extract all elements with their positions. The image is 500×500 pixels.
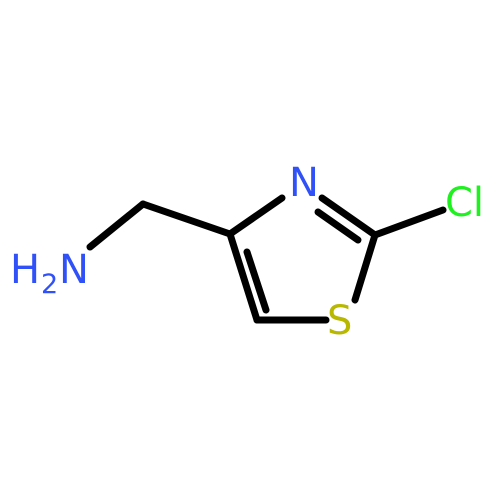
bond-c2-n3: [318, 194, 379, 239]
atom-labels: H 2 N N S Cl: [10, 160, 484, 344]
bond-ch2-c4: [139, 200, 234, 238]
bond-c4-c5: [226, 230, 261, 324]
bond-n-ch2: [86, 200, 147, 251]
amine-n-label: N: [59, 247, 89, 293]
chlorine-label: Cl: [445, 180, 484, 226]
bonds: [86, 194, 447, 324]
bond-c4-n3: [226, 194, 286, 238]
bond-c4-c5-inner: [243, 248, 270, 314]
amine-h-label: H: [10, 247, 40, 293]
bond-c2-n3-inner: [314, 208, 362, 244]
bond-s1-c2: [351, 231, 379, 304]
bond-c2-cl: [371, 206, 447, 239]
sulfur-label: S: [327, 298, 352, 344]
ring-nitrogen-label: N: [289, 160, 319, 206]
amine-subscript-label: 2: [41, 269, 58, 300]
